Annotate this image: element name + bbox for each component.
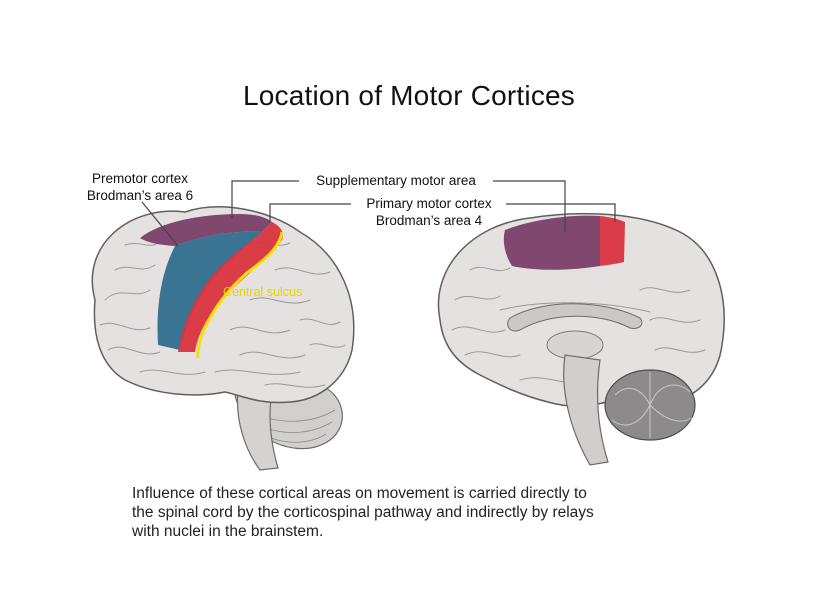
medial-brain-view (437, 212, 725, 466)
medial-brainstem (563, 354, 609, 466)
primary-leader-line-medial (506, 203, 616, 222)
supplementary-leader-line (231, 180, 299, 218)
lateral-brainstem (236, 389, 279, 471)
supplementary-motor-area-label: Supplementary motor area (300, 172, 492, 189)
premotor-cortex-label: Premotor cortex Brodman’s area 6 (70, 170, 210, 204)
lateral-supplementary-area (140, 214, 272, 246)
lateral-cerebrum (91, 206, 355, 404)
supplementary-label-text: Supplementary motor area (316, 173, 476, 188)
caption-line3: with nuclei in the brainstem. (132, 523, 324, 540)
primary-label-line1: Primary motor cortex (366, 196, 492, 211)
lateral-brain-view (91, 206, 355, 471)
premotor-leader-line (141, 201, 179, 247)
corpus-callosum (507, 303, 643, 332)
thalamus (546, 330, 604, 360)
medial-primary-motor-area (600, 216, 625, 266)
premotor-label-line1: Premotor cortex (91, 171, 189, 186)
caption: Influence of these cortical areas on mov… (132, 484, 732, 541)
central-sulcus-line (196, 231, 284, 359)
diagram-title: Location of Motor Cortices (242, 80, 575, 111)
caption-line1: Influence of these cortical areas on mov… (132, 485, 587, 502)
medial-supplementary-area (503, 215, 600, 270)
leader-lines (141, 180, 616, 247)
primary-leader-line (269, 203, 351, 222)
caption-line2: the spinal cord by the corticospinal pat… (132, 504, 594, 521)
primary-motor-cortex-label: Primary motor cortex Brodman’s area 4 (352, 195, 506, 229)
lateral-premotor-area (157, 231, 262, 350)
lateral-primary-motor-area (178, 222, 283, 352)
central-sulcus-label: Central sulcus (223, 285, 303, 299)
premotor-label-line2: Brodman’s area 6 (86, 188, 194, 203)
supplementary-leader-line-medial (493, 180, 566, 232)
primary-label-line2: Brodman’s area 4 (375, 213, 483, 228)
